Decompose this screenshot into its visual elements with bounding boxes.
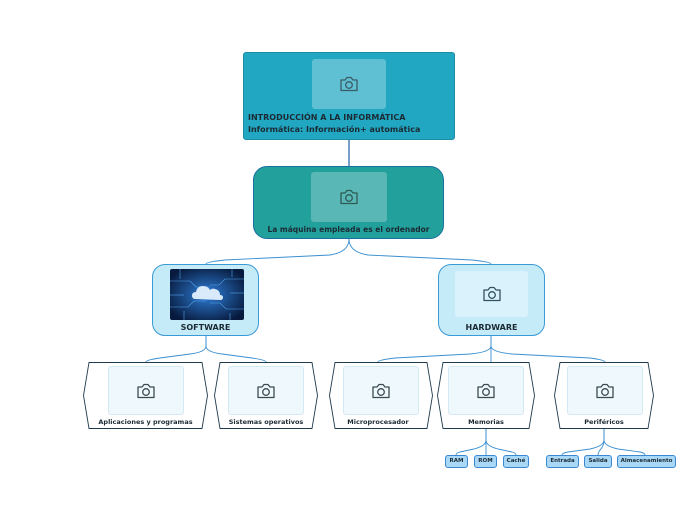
microprocesador-label: Microprocesador [347, 418, 409, 426]
image-placeholder [311, 172, 387, 222]
root-node[interactable]: INTRODUCCIÓN A LA INFORMÁTICA Informátic… [243, 52, 455, 140]
hardware-node[interactable]: HARDWARE [438, 264, 545, 336]
image-placeholder [567, 366, 643, 415]
camera-icon [596, 383, 614, 398]
camera-icon [340, 189, 358, 205]
leaf-salida[interactable]: Salida [584, 455, 612, 468]
aplicaciones-node[interactable]: Aplicaciones y programas [83, 362, 208, 429]
perifericos-label: Periféricos [584, 418, 624, 426]
microprocesador-node[interactable]: Microprocesador [329, 362, 433, 429]
camera-icon [372, 383, 390, 398]
camera-icon [482, 286, 501, 302]
image-placeholder [228, 366, 304, 415]
software-label: SOFTWARE [180, 323, 231, 332]
image-placeholder [455, 271, 528, 317]
camera-icon [257, 383, 275, 398]
leaf-cache[interactable]: Caché [503, 455, 529, 468]
image-placeholder [108, 366, 184, 415]
camera-icon [137, 383, 155, 398]
memorias-node[interactable]: Memorias [437, 362, 535, 429]
sistemas-operativos-label: Sistemas operativos [228, 418, 304, 426]
sistemas-operativos-node[interactable]: Sistemas operativos [214, 362, 318, 429]
leaf-rom[interactable]: ROM [474, 455, 497, 468]
leaf-almacenamiento[interactable]: Almacenamiento [617, 455, 676, 468]
maquina-node[interactable]: La máquina empleada es el ordenador [253, 166, 444, 239]
image-placeholder [312, 59, 386, 109]
maquina-label: La máquina empleada es el ordenador [267, 225, 430, 234]
aplicaciones-label: Aplicaciones y programas [98, 418, 193, 426]
camera-icon [477, 383, 495, 398]
image-placeholder [448, 366, 524, 415]
root-subtitle: Informática: Información+ automática [248, 125, 421, 134]
perifericos-node[interactable]: Periféricos [554, 362, 654, 429]
cloud-circuit-image [170, 269, 244, 320]
cloud-icon [170, 269, 244, 320]
camera-icon [340, 76, 358, 92]
software-node[interactable]: SOFTWARE [152, 264, 259, 336]
image-placeholder [343, 366, 419, 415]
memorias-label: Memorias [468, 418, 504, 426]
leaf-ram[interactable]: RAM [445, 455, 468, 468]
root-title: INTRODUCCIÓN A LA INFORMÁTICA [248, 113, 406, 122]
hardware-label: HARDWARE [465, 323, 518, 332]
leaf-entrada[interactable]: Entrada [546, 455, 579, 468]
